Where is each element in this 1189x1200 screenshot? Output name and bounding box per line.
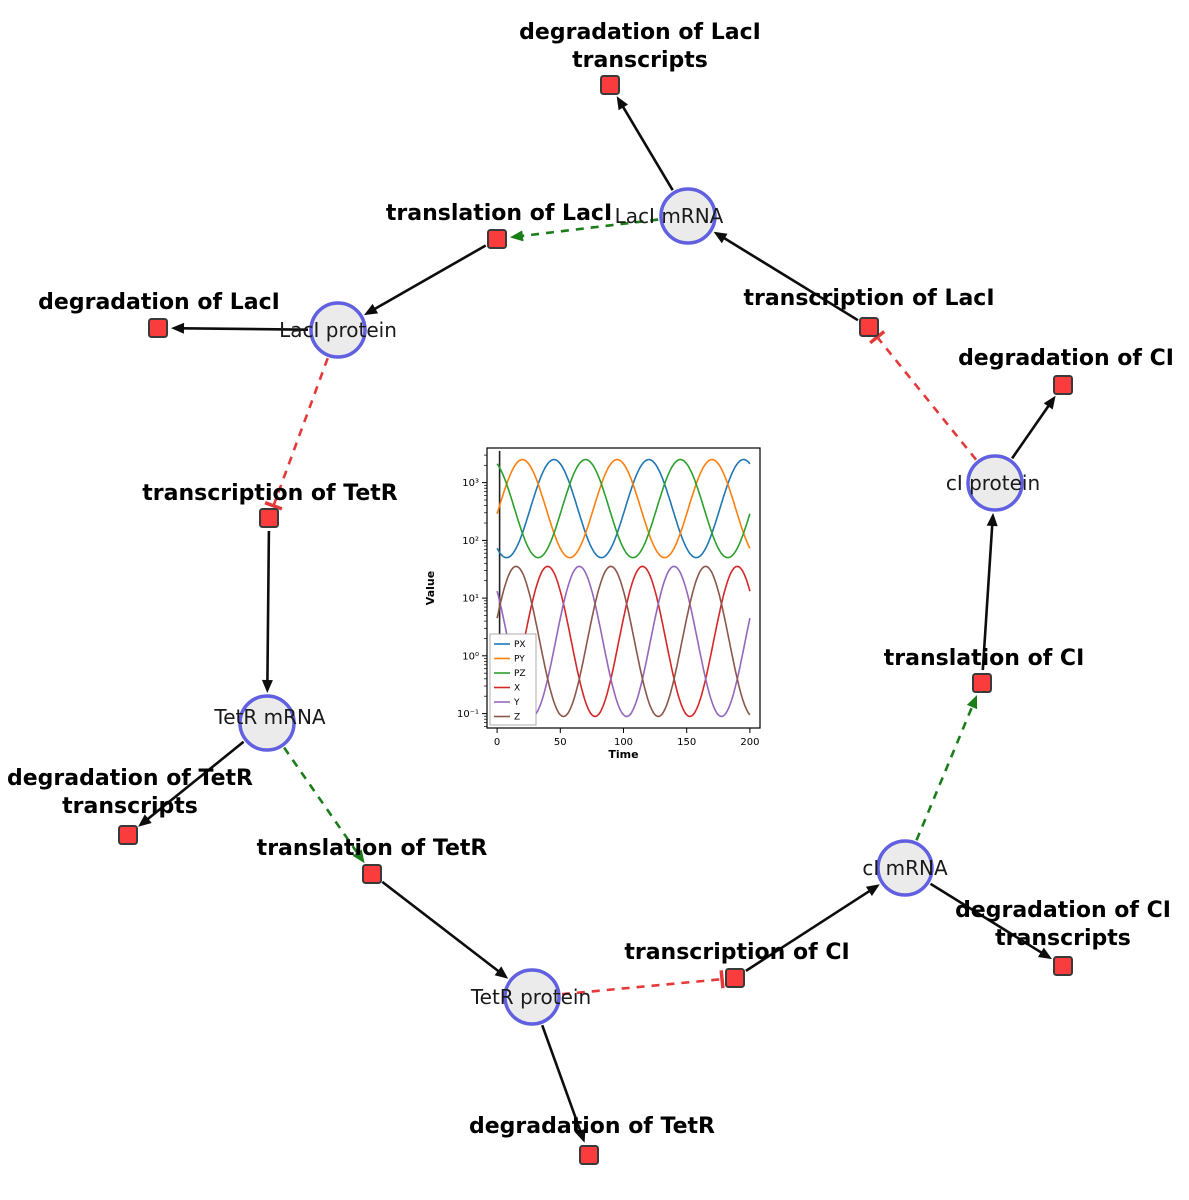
- edge-laci-mrna-to-deg-laci-tx: [616, 96, 674, 191]
- y-tick-label: 10³: [462, 478, 479, 489]
- species-node-laci-mrna[interactable]: [659, 187, 717, 245]
- y-axis-label: Value: [424, 571, 437, 605]
- arrowhead-icon: [1043, 395, 1056, 410]
- species-node-ci-protein[interactable]: [966, 454, 1024, 512]
- edge-transcription-laci-to-laci-mrna: [713, 231, 859, 322]
- series-line-X: [496, 565, 751, 718]
- x-tick-label: 0: [494, 737, 500, 748]
- reaction-node-degradation-ci[interactable]: [1053, 375, 1073, 395]
- reaction-node-translation-ci[interactable]: [972, 673, 992, 693]
- legend-label-PY: PY: [514, 655, 525, 665]
- arrowhead-icon: [509, 230, 524, 242]
- legend-label-Y: Y: [513, 698, 520, 708]
- arrowhead-icon: [261, 679, 273, 693]
- reaction-node-translation-laci[interactable]: [487, 229, 507, 249]
- inhibition-tee: [869, 330, 886, 345]
- arrowhead-icon: [364, 303, 379, 316]
- arrowhead-icon: [1038, 947, 1052, 960]
- species-node-tetr-protein[interactable]: [503, 968, 561, 1026]
- arrowhead-icon: [575, 1128, 586, 1143]
- species-node-ci-mrna[interactable]: [876, 839, 934, 897]
- series-line-Z: [496, 565, 751, 718]
- reaction-node-deg-ci-tx[interactable]: [1053, 956, 1073, 976]
- x-axis-label: Time: [608, 748, 638, 761]
- arrowhead-icon: [494, 966, 509, 979]
- arrowhead-icon: [138, 814, 152, 827]
- edge-ci-mrna-to-deg-ci-tx: [929, 882, 1052, 960]
- edge-ci-mrna-to-translation-ci: [915, 695, 978, 841]
- edge-laci-mrna-to-translation-laci: [509, 218, 659, 242]
- arrowhead-icon: [616, 96, 628, 111]
- edge-transcription-tetr-to-tetr-mrna: [261, 530, 273, 693]
- inhibition-tee: [719, 970, 725, 989]
- y-tick-label: 10⁰: [462, 651, 479, 662]
- edge-translation-laci-to-laci-protein: [364, 244, 487, 316]
- x-tick-label: 150: [677, 737, 696, 748]
- arrowhead-icon: [865, 884, 880, 896]
- legend-label-Z: Z: [514, 713, 520, 723]
- arrowhead-icon: [352, 849, 365, 864]
- legend-box: [489, 633, 537, 726]
- edge-laci-protein-to-transcription-tetr: [264, 357, 329, 511]
- legend-label-PX: PX: [514, 640, 526, 650]
- arrowhead-icon: [986, 512, 998, 527]
- edge-tetr-mrna-to-deg-tetr-tx: [138, 740, 245, 827]
- species-node-tetr-mrna[interactable]: [238, 694, 296, 752]
- edge-transcription-ci-to-ci-mrna: [745, 884, 880, 972]
- series-line-Y: [496, 565, 751, 718]
- reaction-node-deg-tetr-tx[interactable]: [118, 825, 138, 845]
- edge-laci-protein-to-degradation-laci: [171, 322, 309, 334]
- series-line-PZ: [496, 458, 751, 559]
- y-tick-label: 10²: [462, 536, 479, 547]
- reaction-node-transcription-tetr[interactable]: [259, 508, 279, 528]
- x-tick-label: 200: [740, 737, 759, 748]
- reaction-node-transcription-ci[interactable]: [725, 968, 745, 988]
- x-tick-label: 50: [554, 737, 567, 748]
- edge-translation-ci-to-ci-protein: [981, 512, 998, 671]
- reaction-node-translation-tetr[interactable]: [362, 864, 382, 884]
- edge-tetr-mrna-to-translation-tetr: [283, 746, 365, 864]
- series-line-PX: [496, 458, 751, 559]
- edge-ci-protein-to-degradation-ci: [1011, 395, 1056, 460]
- edge-tetr-protein-to-degradation-tetr: [540, 1024, 586, 1143]
- y-tick-label: 10⁻¹: [457, 709, 479, 720]
- edge-translation-tetr-to-tetr-protein: [381, 880, 509, 979]
- reaction-node-degradation-tetr[interactable]: [579, 1145, 599, 1165]
- arrowhead-icon: [713, 231, 728, 244]
- y-tick-label: 10¹: [462, 594, 479, 605]
- arrowhead-icon: [171, 322, 185, 334]
- x-tick-label: 100: [614, 737, 633, 748]
- reaction-node-deg-laci-tx[interactable]: [600, 75, 620, 95]
- arrowhead-icon: [966, 695, 978, 710]
- reaction-node-degradation-laci[interactable]: [148, 318, 168, 338]
- series-line-PY: [496, 458, 751, 559]
- edge-tetr-protein-to-transcription-ci: [561, 970, 725, 996]
- legend-label-X: X: [514, 684, 520, 694]
- reaction-node-transcription-laci[interactable]: [859, 317, 879, 337]
- edge-ci-protein-to-transcription-laci: [869, 330, 978, 461]
- species-node-laci-protein[interactable]: [309, 301, 367, 359]
- legend-label-PZ: PZ: [514, 669, 526, 679]
- inhibition-tee: [264, 501, 283, 511]
